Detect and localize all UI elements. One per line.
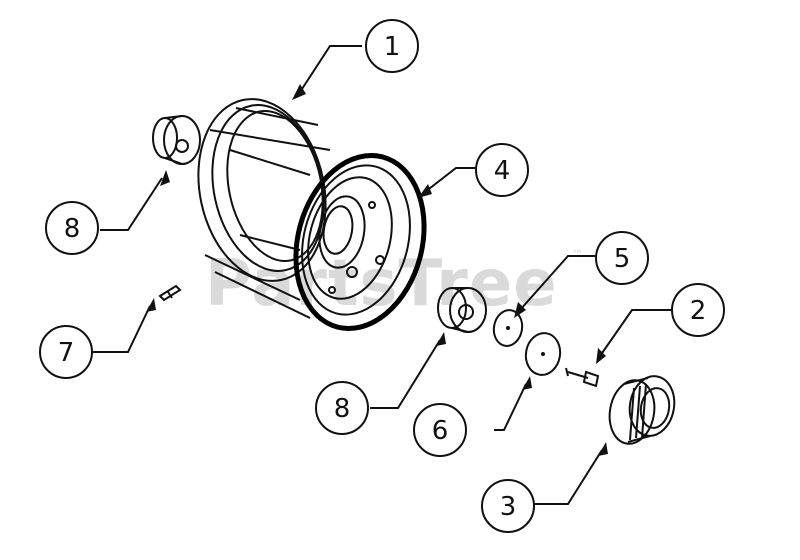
callout-4: 4 — [475, 143, 529, 197]
washer-large[interactable] — [523, 330, 564, 377]
washer-small[interactable] — [491, 308, 525, 348]
leader-lines — [92, 45, 672, 505]
callout-5: 5 — [595, 231, 649, 285]
callout-label: 8 — [64, 214, 81, 244]
callout-6: 6 — [413, 403, 467, 457]
callout-label: 8 — [334, 394, 351, 424]
callout-label: 7 — [58, 338, 75, 368]
callout-8a: 8 — [45, 201, 99, 255]
watermark-text: PartsTree — [205, 247, 558, 321]
bearing-left[interactable] — [152, 115, 201, 165]
callout-label: 1 — [384, 32, 401, 62]
callout-label: 6 — [432, 416, 449, 446]
bolt[interactable] — [565, 367, 600, 388]
hub-cap[interactable] — [605, 373, 679, 448]
callout-label: 4 — [494, 156, 511, 186]
valve-stem[interactable] — [158, 284, 182, 302]
bearing-right[interactable] — [437, 287, 487, 333]
callout-label: 2 — [690, 296, 707, 326]
callout-1: 1 — [365, 19, 419, 73]
callout-7: 7 — [39, 325, 93, 379]
callout-2: 2 — [671, 283, 725, 337]
callout-8b: 8 — [315, 381, 369, 435]
watermark-trademark: ™ — [572, 248, 583, 261]
callout-3: 3 — [481, 479, 535, 533]
callout-label: 3 — [500, 492, 517, 522]
callout-label: 5 — [614, 244, 631, 274]
wheel-rim[interactable] — [182, 87, 442, 343]
